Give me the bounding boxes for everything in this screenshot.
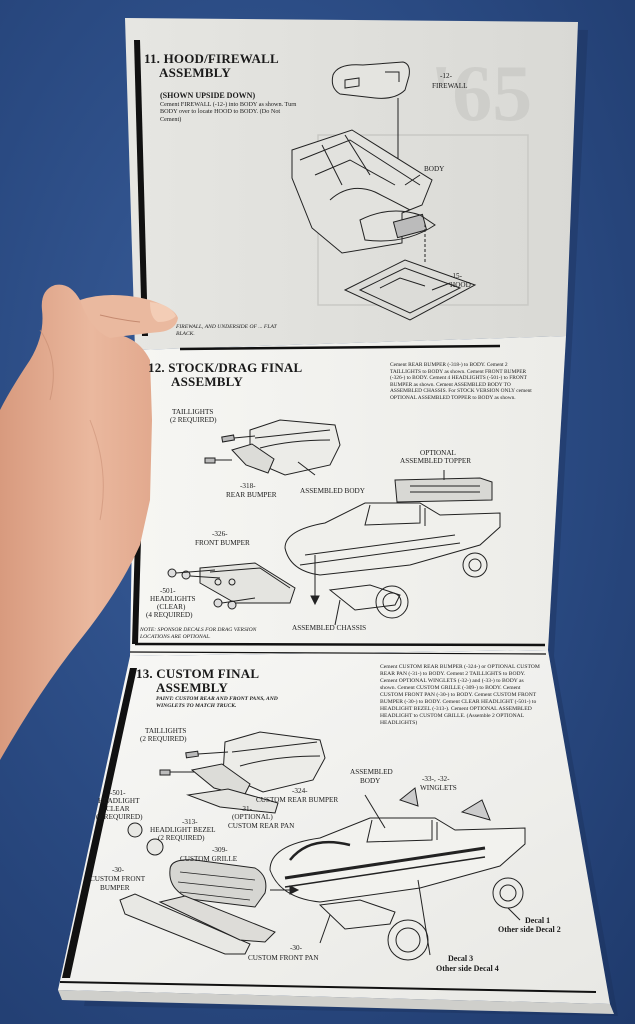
- label-13-bezel: HEADLIGHT BEZEL: [150, 826, 216, 834]
- label-12-headlights-clear: (CLEAR): [157, 603, 186, 611]
- label-13-front-pan: CUSTOM FRONT PAN: [248, 954, 319, 962]
- label-hood: HOOD: [450, 281, 471, 289]
- section-13-subtitle: PAINT: CUSTOM REAR AND FRONT PANS, AND W…: [156, 696, 278, 709]
- label-12-headlights-num: -501-: [160, 587, 176, 595]
- label-firewall: FIREWALL: [432, 82, 468, 90]
- section-12-title: 12. STOCK/DRAG FINAL ASSEMBLY: [148, 361, 302, 389]
- stock-drag-drawing: [167, 419, 501, 626]
- label-13-decal3: Decal 3: [448, 954, 474, 963]
- label-12-front-bumper: FRONT BUMPER: [195, 539, 250, 547]
- hand: [0, 284, 178, 760]
- label-13-grille-num: -309-: [212, 846, 228, 854]
- section-bar-11: [134, 40, 148, 336]
- label-13-headlight-clear: CLEAR: [106, 805, 130, 813]
- section-11-subtitle: (SHOWN UPSIDE DOWN): [160, 91, 256, 100]
- label-13-rear-pan: CUSTOM REAR PAN: [228, 822, 295, 830]
- section-12-title-line1: 12. STOCK/DRAG FINAL: [148, 360, 303, 375]
- label-13-taillights: TAILLIGHTS: [145, 727, 187, 735]
- section-bar-13: [62, 668, 137, 978]
- label-13-decal1-other: Other side Decal 2: [498, 925, 561, 934]
- label-13-rear-pan-opt: (OPTIONAL): [232, 813, 273, 821]
- label-13-front-bumper-2: BUMPER: [100, 884, 130, 892]
- label-12-rear-bumper: REAR BUMPER: [226, 491, 277, 499]
- section-11-title: 11. HOOD/FIREWALL ASSEMBLY: [144, 52, 279, 80]
- section-13-title-line1: 13. CUSTOM FINAL: [136, 666, 260, 681]
- section-12-title-line2: ASSEMBLY: [171, 374, 243, 389]
- label-13-front-bumper-num: -30-: [112, 866, 124, 874]
- label-13-front-pan-num: -30-: [290, 944, 302, 952]
- label-13-rear-pan-num: -31-: [240, 805, 252, 813]
- label-12-assembled-chassis: ASSEMBLED CHASSIS: [292, 624, 367, 632]
- label-13-bezel-req: (2 REQUIRED): [158, 834, 205, 842]
- label-13-decal3-other: Other side Decal 4: [436, 964, 499, 973]
- custom-final-drawing: [119, 731, 526, 961]
- label-13-body: BODY: [360, 777, 381, 785]
- label-13-assembled: ASSEMBLED: [350, 768, 393, 776]
- label-13-rear-bumper: CUSTOM REAR BUMPER: [256, 796, 339, 804]
- label-13-decal1: Decal 1: [525, 916, 551, 925]
- label-12-headlights: HEADLIGHTS: [150, 595, 196, 603]
- label-12-taillights: TAILLIGHTS: [172, 408, 214, 416]
- label-13-taillights-req: (2 REQUIRED): [140, 735, 187, 743]
- section-13-title-line2: ASSEMBLY: [156, 680, 228, 695]
- hood-firewall-drawing: [291, 61, 477, 321]
- label-12-headlights-req: (4 REQUIRED): [146, 611, 193, 619]
- label-13-headlight: HEADLIGHT: [98, 797, 140, 805]
- section-11-footnote: FIREWALL, AND UNDERSIDE OF ... FLAT BLAC…: [176, 324, 277, 337]
- section-11-title-line1: 11. HOOD/FIREWALL: [144, 51, 279, 66]
- label-12-assembled-topper: ASSEMBLED TOPPER: [400, 457, 472, 465]
- label-13-bezel-num: -313-: [182, 818, 198, 826]
- label-12-rear-bumper-num: -318-: [240, 482, 256, 490]
- label-12-optional: OPTIONAL: [420, 449, 456, 457]
- label-firewall-num: -12-: [440, 72, 452, 80]
- section-11-instructions: Cement FIREWALL (-12-) into BODY as show…: [160, 101, 297, 123]
- label-13-front-bumper-1: CUSTOM FRONT: [90, 875, 146, 883]
- label-hood-num: -15-: [450, 272, 462, 280]
- label-13-winglets-num: -33-, -32-: [422, 775, 450, 783]
- section-11-title-line2: ASSEMBLY: [159, 65, 231, 80]
- section-13-title: 13. CUSTOM FINAL ASSEMBLY: [136, 667, 259, 695]
- label-12-taillights-req: (2 REQUIRED): [170, 416, 217, 424]
- section-12-instructions: Cement REAR BUMPER (-318-) to BODY. Ceme…: [390, 362, 532, 401]
- label-13-headlight-num: -501-: [110, 789, 126, 797]
- background-heading: '65: [430, 50, 532, 138]
- label-12-assembled-body: ASSEMBLED BODY: [300, 487, 365, 495]
- label-13-rear-bumper-num: -324-: [292, 787, 308, 795]
- label-13-grille: CUSTOM GRILLE: [180, 855, 238, 863]
- label-body: BODY: [424, 165, 445, 173]
- section-13-instructions: Cement CUSTOM REAR BUMPER (-324-) or OPT…: [380, 664, 540, 726]
- label-12-front-bumper-num: -326-: [212, 530, 228, 538]
- section-12-note: NOTE: SPONSOR DECALS FOR DRAG VERSION LO…: [140, 627, 257, 640]
- label-13-headlight-req: (2 REQUIRED): [96, 813, 143, 821]
- label-13-winglets: WINGLETS: [420, 784, 457, 792]
